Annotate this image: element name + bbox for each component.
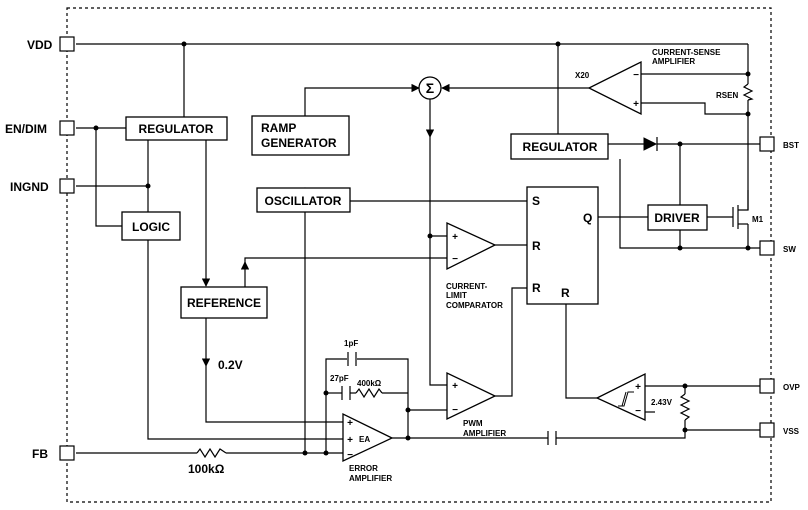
wires — [76, 43, 760, 454]
svg-text:REGULATOR: REGULATOR — [139, 122, 214, 136]
current-sense-amplifier: − + X20 CURRENT-SENSE AMPLIFIER — [575, 48, 721, 116]
svg-text:ERROR: ERROR — [349, 464, 378, 473]
svg-text:R: R — [532, 239, 541, 253]
svg-text:DRIVER: DRIVER — [654, 211, 700, 225]
summing-node: Σ — [418, 76, 442, 100]
svg-text:SW: SW — [783, 245, 796, 254]
transistor-m1: M1 — [732, 190, 764, 229]
pin-vss: VSS — [759, 422, 800, 438]
svg-text:+: + — [635, 382, 641, 393]
pin-sw: SW — [759, 240, 796, 256]
capacitor-27pf: 27pF — [330, 374, 351, 400]
reference-voltage-label: 0.2V — [218, 358, 243, 372]
ovp-comparator: + − — [595, 372, 646, 422]
svg-text:LIMIT: LIMIT — [446, 291, 467, 300]
svg-text:BST: BST — [783, 141, 799, 150]
pin-en-dim: EN/DIM — [5, 120, 75, 136]
svg-text:2.43V: 2.43V — [651, 398, 673, 407]
svg-text:REGULATOR: REGULATOR — [523, 140, 598, 154]
svg-text:INGND: INGND — [10, 180, 49, 194]
svg-text:−: − — [452, 254, 458, 265]
pin-fb: FB — [32, 445, 75, 461]
svg-text:AMPLIFIER: AMPLIFIER — [652, 57, 695, 66]
svg-text:PWM: PWM — [463, 419, 483, 428]
svg-text:RSEN: RSEN — [716, 91, 738, 100]
svg-text:CURRENT-: CURRENT- — [446, 282, 488, 291]
svg-text:VSS: VSS — [783, 427, 800, 436]
svg-text:R: R — [532, 281, 541, 295]
svg-text:400kΩ: 400kΩ — [357, 379, 382, 388]
svg-text:S: S — [532, 194, 540, 208]
pin-bst: BST — [759, 136, 799, 152]
diode-bst — [643, 137, 658, 151]
svg-text:EN/DIM: EN/DIM — [5, 122, 47, 136]
svg-text:+: + — [633, 99, 639, 110]
svg-text:R: R — [561, 286, 570, 300]
svg-text:−: − — [635, 406, 641, 417]
svg-text:1pF: 1pF — [344, 339, 358, 348]
junctions — [93, 41, 751, 456]
resistor-400k: 400kΩ — [355, 379, 383, 399]
capacitor-1pf: 1pF — [344, 339, 358, 366]
ramp-generator-block: RAMP GENERATOR — [251, 115, 350, 156]
pin-ovp: OVP — [759, 378, 801, 394]
svg-text:+: + — [347, 418, 353, 429]
svg-text:Σ: Σ — [426, 80, 434, 96]
regulator-block-left: REGULATOR — [125, 116, 228, 141]
svg-text:AMPLIFIER: AMPLIFIER — [463, 429, 506, 438]
pwm-amplifier: + − PWM AMPLIFIER — [446, 371, 506, 438]
current-limit-comparator: + − CURRENT- LIMIT COMPARATOR — [446, 221, 503, 310]
svg-text:+: + — [452, 232, 458, 243]
svg-text:M1: M1 — [752, 215, 764, 224]
svg-text:X20: X20 — [575, 71, 590, 80]
resistor-100k: 100kΩ — [188, 447, 227, 476]
svg-text:OVP: OVP — [783, 383, 801, 392]
resistor-ovp-reference: 2.43V — [651, 393, 691, 421]
svg-text:+: + — [452, 381, 458, 392]
svg-text:EA: EA — [359, 435, 370, 444]
reference-block: REFERENCE — [180, 286, 268, 319]
svg-text:REFERENCE: REFERENCE — [187, 296, 261, 310]
svg-text:Q: Q — [583, 211, 592, 225]
svg-text:CURRENT-SENSE: CURRENT-SENSE — [652, 48, 721, 57]
sr-latch: S R R R Q — [526, 186, 599, 305]
oscillator-block: OSCILLATOR — [256, 187, 351, 213]
svg-text:GENERATOR: GENERATOR — [261, 136, 337, 150]
error-amplifier: + + − EA ERROR AMPLIFIER — [342, 412, 394, 483]
driver-block: DRIVER — [647, 204, 708, 231]
svg-text:OSCILLATOR: OSCILLATOR — [265, 194, 342, 208]
svg-text:COMPARATOR: COMPARATOR — [446, 301, 503, 310]
svg-text:AMPLIFIER: AMPLIFIER — [349, 474, 392, 483]
svg-text:−: − — [633, 70, 639, 81]
regulator-block-right: REGULATOR — [510, 133, 609, 160]
ic-boundary — [66, 7, 772, 503]
svg-text:−: − — [347, 450, 353, 461]
logic-block: LOGIC — [121, 211, 181, 241]
pin-vdd: VDD — [27, 36, 75, 52]
capacitor-output — [547, 431, 557, 445]
svg-text:+: + — [347, 435, 353, 446]
svg-text:27pF: 27pF — [330, 374, 349, 383]
svg-text:100kΩ: 100kΩ — [188, 462, 225, 476]
resistor-rsen: RSEN — [716, 83, 754, 101]
pin-ingnd: INGND — [10, 178, 75, 194]
svg-text:VDD: VDD — [27, 38, 53, 52]
svg-text:LOGIC: LOGIC — [132, 220, 170, 234]
svg-text:FB: FB — [32, 447, 48, 461]
svg-text:−: − — [452, 405, 458, 416]
svg-text:RAMP: RAMP — [261, 121, 296, 135]
